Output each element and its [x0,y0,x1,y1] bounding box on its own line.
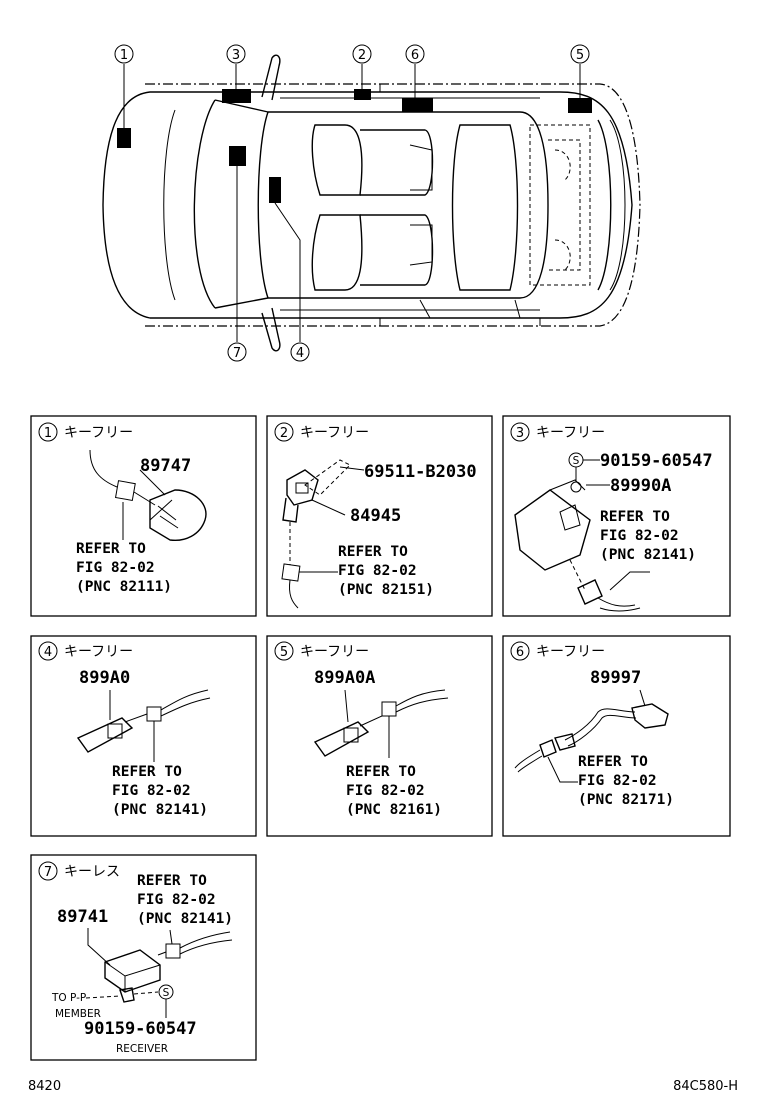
svg-text:FIG 82-02: FIG 82-02 [578,773,657,789]
svg-text:(PNC 82141): (PNC 82141) [600,547,696,563]
svg-text:3: 3 [516,426,524,441]
panel-1-title: キーフリー [64,425,133,441]
marker-3 [222,89,251,103]
callout-1: 1 [120,48,128,63]
svg-text:RECEIVER: RECEIVER [116,1043,168,1055]
marker-2 [354,89,371,100]
marker-4 [269,177,281,203]
svg-text:REFER TO: REFER TO [578,754,648,770]
callout-6: 6 [411,48,419,63]
panel-3: 3 キーフリー S 90159-60547 89990A REFER TO FI… [502,415,731,617]
svg-text:(PNC 82141): (PNC 82141) [112,802,208,818]
part-89747: 89747 [140,456,191,476]
figure-number: 8420 [28,1079,61,1094]
svg-text:4: 4 [44,645,52,660]
part-899A0: 899A0 [79,668,130,688]
drawing-code: 84C580-H [673,1079,738,1094]
svg-text:REFER TO: REFER TO [137,873,207,889]
panel-5-title: キーフリー [300,644,369,660]
panel-4-title: キーフリー [64,644,133,660]
panel-7-title: キーレス [64,864,120,880]
panel-2-title: キーフリー [300,425,369,441]
callout-3: 3 [232,48,240,63]
svg-text:FIG 82-02: FIG 82-02 [600,528,679,544]
svg-text:2: 2 [280,426,288,441]
panel-6: 6 キーフリー 89997 REFER TO FIG 82-02 (PNC 82… [502,635,731,837]
svg-text:7: 7 [44,865,52,880]
part-89997: 89997 [590,668,641,688]
panel-5: 5 キーフリー 899A0A REFER TO FIG 82-02 (PNC 8… [266,635,493,837]
marker-5 [568,98,592,113]
part-89990A: 89990A [610,476,671,496]
callout-circles: 1 2 3 4 5 6 7 [114,44,590,362]
panel-3-title: キーフリー [536,425,605,441]
svg-text:REFER TO: REFER TO [600,509,670,525]
svg-text:FIG 82-02: FIG 82-02 [137,892,216,908]
svg-text:REFER TO: REFER TO [338,544,408,560]
svg-text:(PNC 82161): (PNC 82161) [346,802,442,818]
panel-7: 7 キーレス REFER TO FIG 82-02 (PNC 82141) 89… [30,854,257,1061]
svg-text:1: 1 [44,426,52,441]
callout-7: 7 [233,346,241,361]
callout-4: 4 [296,346,304,361]
marker-1 [117,128,131,148]
svg-text:6: 6 [516,645,524,660]
svg-text:(PNC 82151): (PNC 82151) [338,582,434,598]
svg-text:FIG 82-02: FIG 82-02 [112,783,191,799]
svg-text:(PNC 82111): (PNC 82111) [76,579,172,595]
svg-text:FIG 82-02: FIG 82-02 [346,783,425,799]
panel-6-title: キーフリー [536,644,605,660]
part-84945: 84945 [350,506,401,526]
svg-text:(PNC 82141): (PNC 82141) [137,911,233,927]
part-899A0A: 899A0A [314,668,375,688]
svg-text:REFER TO: REFER TO [346,764,416,780]
svg-text:REFER TO: REFER TO [76,541,146,557]
svg-text:(PNC 82171): (PNC 82171) [578,792,674,808]
svg-text:TO P-P: TO P-P [51,992,86,1004]
marker-6 [402,98,433,112]
svg-text:FIG 82-02: FIG 82-02 [338,563,417,579]
panel-2: 2 キーフリー 69511-B2030 84945 REFER TO FIG 8… [266,415,493,617]
callout-2: 2 [358,48,366,63]
vehicle-top-view [102,54,641,352]
location-markers [117,89,592,203]
panel-1: 1 キーフリー 89747 REFER TO FIG 82-02 (PNC 82… [30,415,257,617]
callout-5: 5 [576,48,584,63]
svg-text:MEMBER: MEMBER [55,1008,101,1020]
part-89741: 89741 [57,907,108,927]
marker-7 [229,146,246,166]
callout-leaders [123,64,581,342]
part-69511-B2030: 69511-B2030 [364,462,477,482]
part-90159-60547-b: 90159-60547 [84,1019,197,1039]
part-90159-60547: 90159-60547 [600,451,713,471]
svg-text:S: S [163,987,170,999]
svg-text:S: S [573,455,580,467]
panel-4: 4 キーフリー 899A0 REFER TO FIG 82-02 (PNC 82… [30,635,257,837]
svg-text:REFER TO: REFER TO [112,764,182,780]
svg-text:FIG 82-02: FIG 82-02 [76,560,155,576]
svg-text:5: 5 [280,645,288,660]
